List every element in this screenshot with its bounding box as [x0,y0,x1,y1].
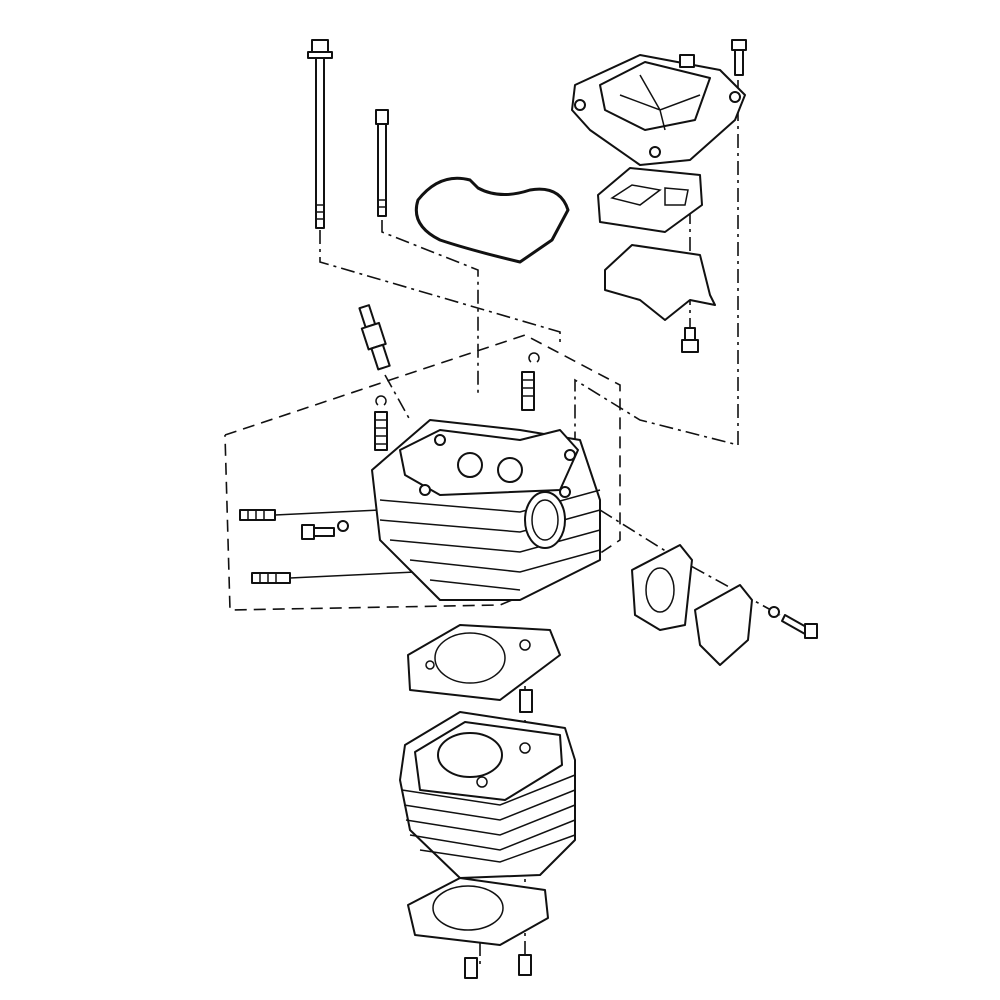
leader-line [289,571,416,579]
leader-line [274,509,381,516]
intake-valve-spring [374,395,388,451]
side-cover [694,584,753,666]
valve-cover-bolt [731,39,747,76]
side-bolt [301,520,349,540]
gasket-bore [432,885,504,931]
stud-upper [239,509,276,521]
valve-cover-gasket [414,176,570,264]
dowel-pin [464,957,478,979]
spark-plug [358,304,391,371]
valve-cover [571,54,746,166]
short-head-bolt [375,109,389,217]
breather-gasket [597,167,703,233]
cylinder-head [371,419,601,601]
exhaust-valve-spring [521,352,540,411]
side-cover-bolt [781,614,818,639]
cylinder-block [399,711,576,879]
breather-plate [604,244,716,321]
dowel-pin [518,954,532,976]
dowel-pin [519,689,533,713]
cylinder-base-gasket [407,877,549,946]
plate-bolt [681,327,699,353]
gasket-hole [645,567,675,613]
long-head-bolt [307,39,333,229]
side-cover-gasket [631,544,693,631]
stud-lower [251,572,291,584]
gasket-bore [434,632,506,684]
gasket-openings [610,184,689,206]
washer [768,606,780,618]
cylinder-head-gasket [407,624,561,701]
